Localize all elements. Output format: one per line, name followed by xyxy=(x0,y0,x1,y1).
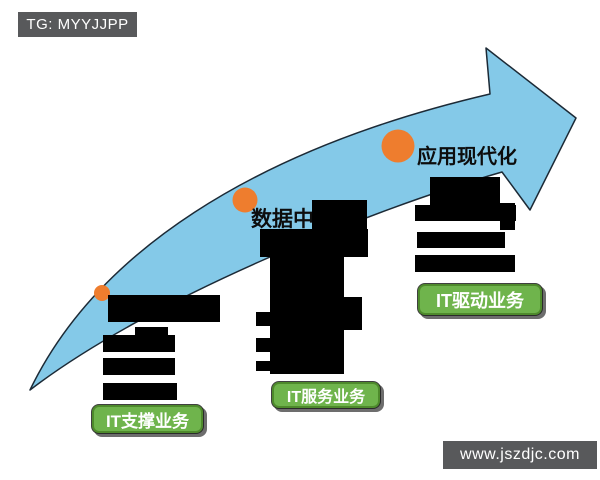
stage-3-badge: IT驱动业务 xyxy=(418,284,542,315)
redaction-block xyxy=(103,335,175,352)
stage-1-marker-dot xyxy=(94,285,110,301)
stage-3-marker-dot xyxy=(381,129,415,163)
redaction-block xyxy=(417,232,505,248)
stage-2-label: 数据中 xyxy=(251,208,314,231)
redaction-block xyxy=(270,256,344,374)
redaction-block xyxy=(108,295,220,322)
redaction-block xyxy=(415,255,515,272)
stage-2-badge: IT服务业务 xyxy=(272,382,380,408)
tg-watermark: TG: MYYJJPP xyxy=(18,12,137,37)
redaction-block xyxy=(260,229,368,257)
redaction-block xyxy=(343,297,362,330)
redaction-block xyxy=(415,205,516,221)
redaction-block xyxy=(103,383,177,400)
redaction-block xyxy=(256,312,271,326)
redaction-block xyxy=(103,358,175,375)
redaction-block xyxy=(135,327,168,336)
redaction-block xyxy=(256,361,271,371)
stage-3-label: 应用现代化 xyxy=(417,146,517,168)
stage-2-marker-dot xyxy=(232,187,258,213)
redaction-block xyxy=(312,200,367,231)
redaction-block xyxy=(430,177,500,205)
stage-1-badge: IT支撑业务 xyxy=(92,405,203,433)
redaction-block xyxy=(256,338,271,352)
redaction-block xyxy=(500,203,515,230)
website-watermark: www.jszdjc.com xyxy=(443,441,597,469)
